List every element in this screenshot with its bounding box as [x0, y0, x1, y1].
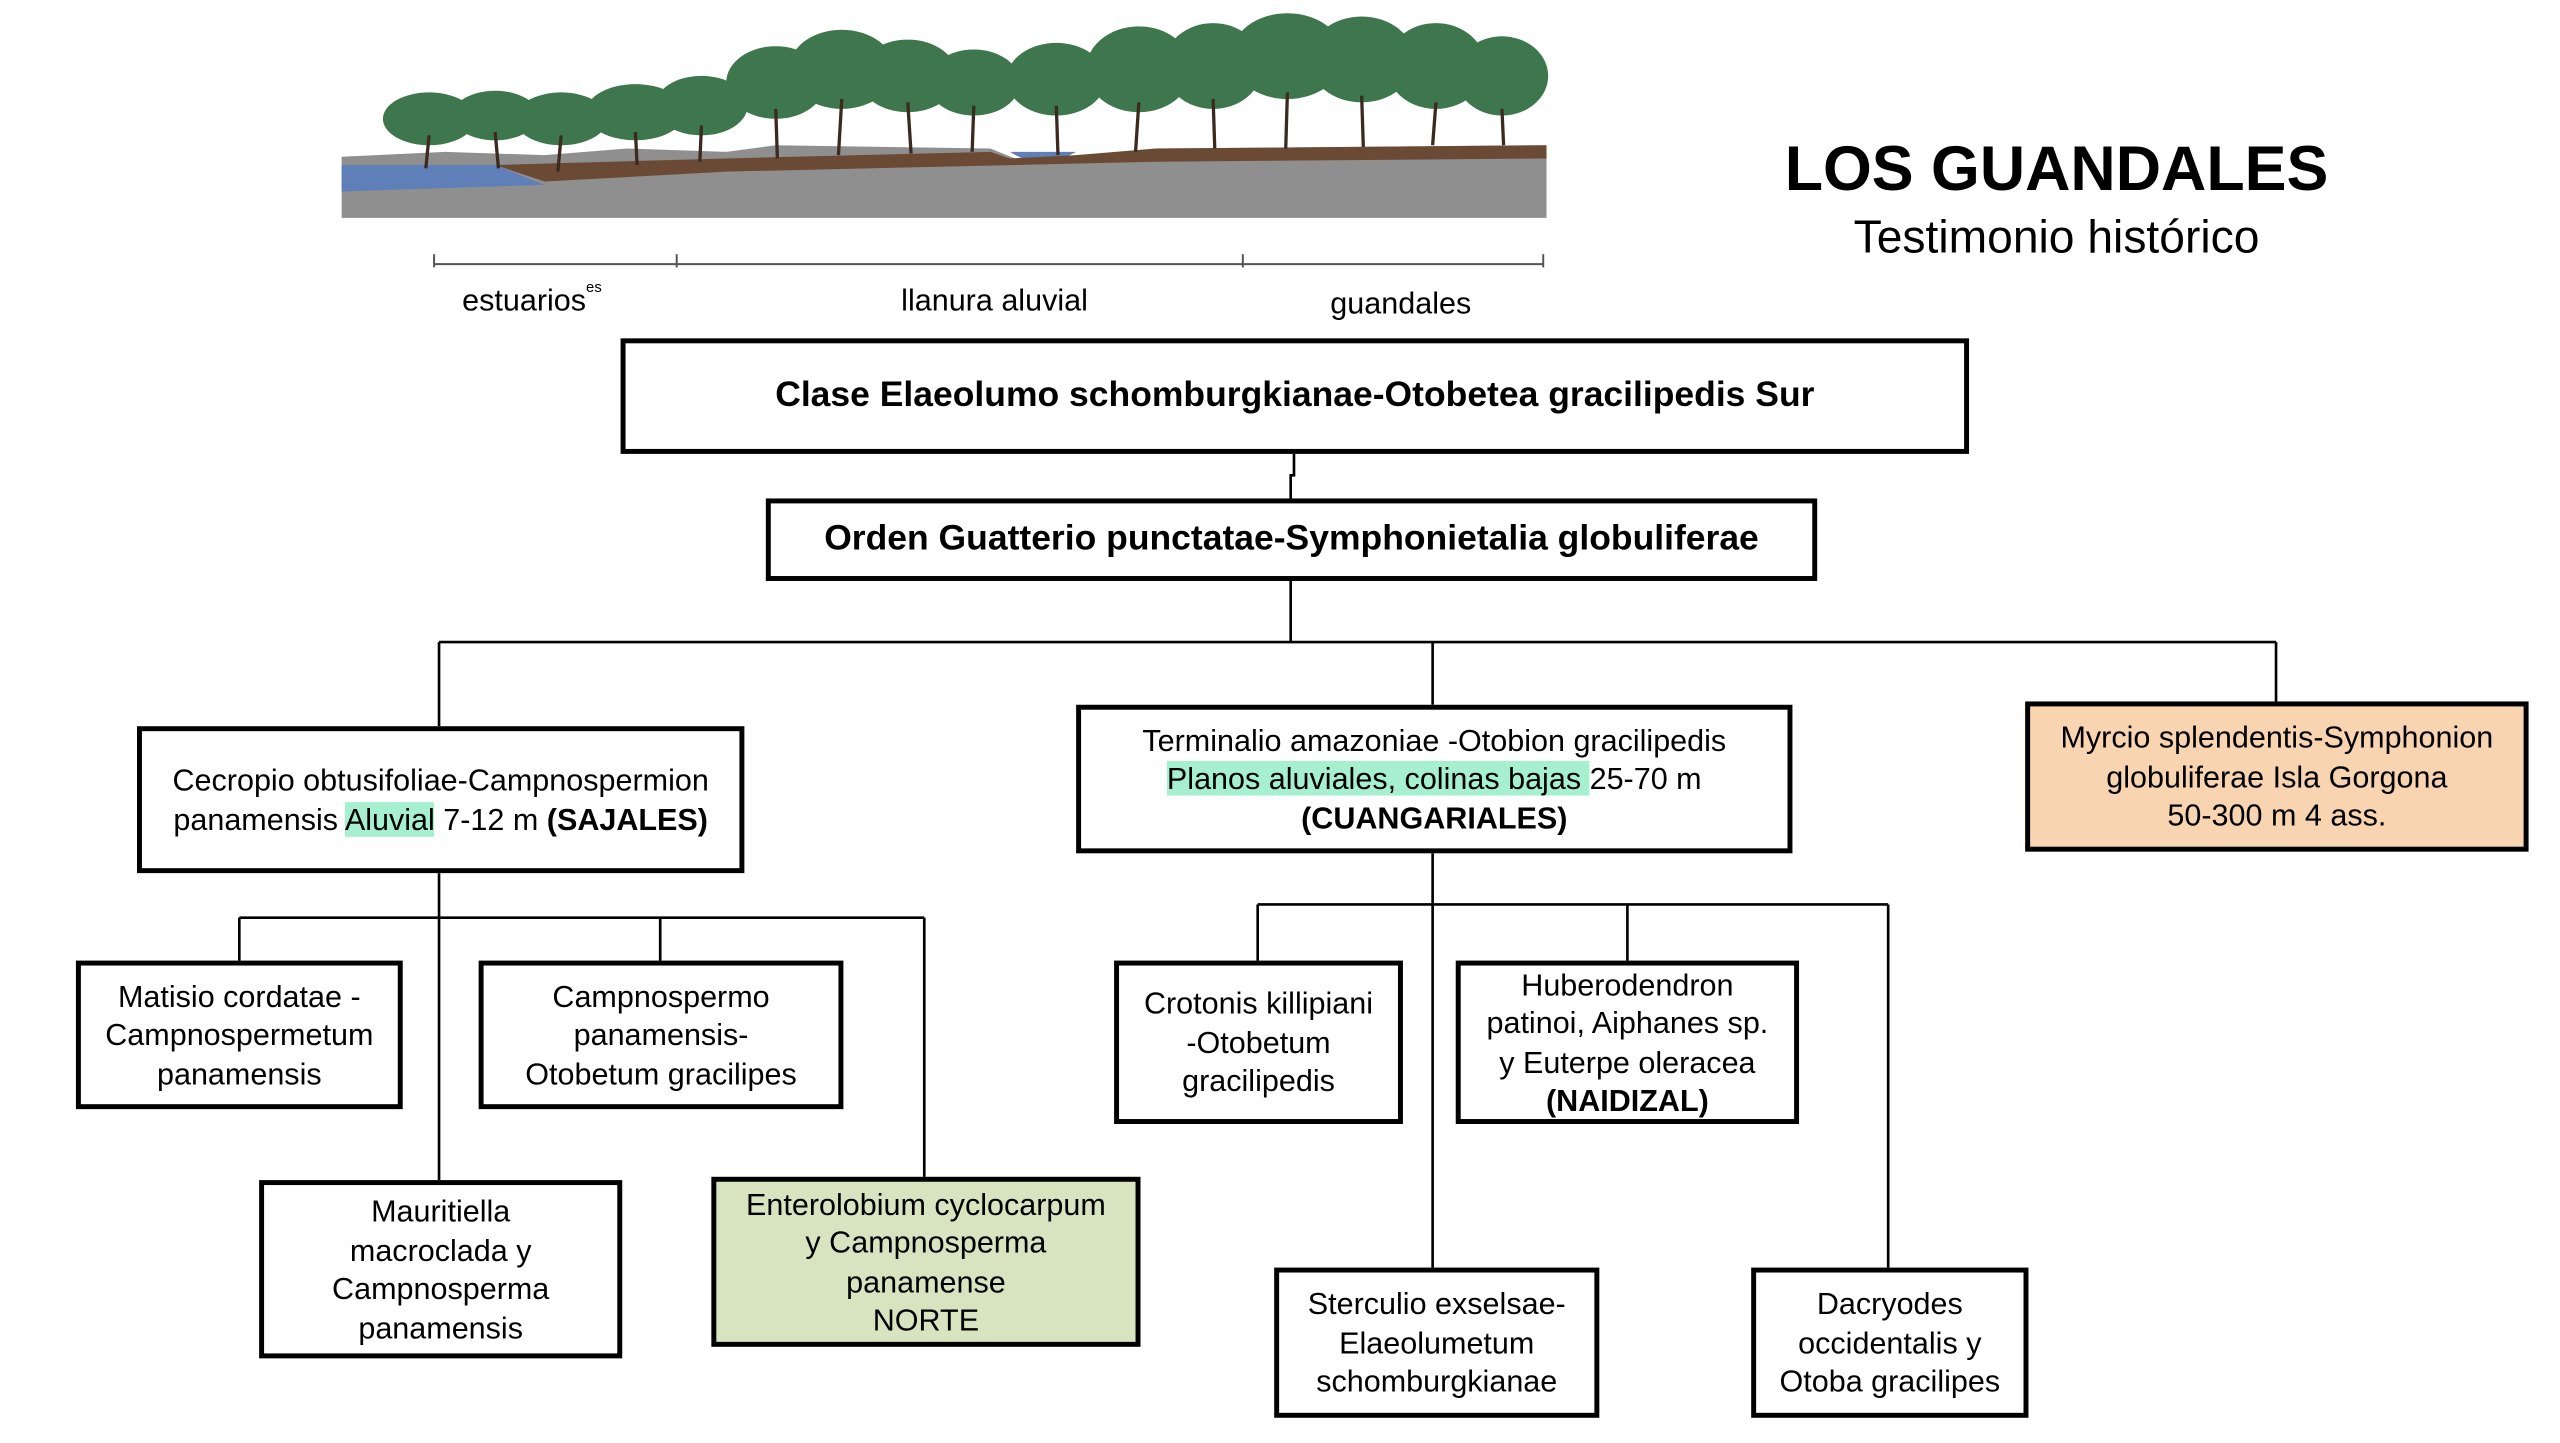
page-title: LOS GUANDALES [1784, 135, 2329, 205]
node-dacryodes-line2: occidentalis y [1798, 1324, 1982, 1360]
node-myrcio-line2: globuliferae Isla Gorgona [2106, 758, 2448, 794]
node-terminalio-cuangariales: Terminalio amazoniae -Otobion graciliped… [1076, 704, 1793, 854]
node-enterolobium-norte-label: NORTE [872, 1302, 980, 1337]
landscape-profile-illustration [341, 8, 1549, 218]
node-cecropio-sajales: Cecropio obtusifoliae-Campnospermion pan… [136, 726, 745, 874]
node-matisio-line1: Matisio cordatae - [117, 978, 361, 1013]
node-terminalio-line1: Terminalio amazoniae -Otobion graciliped… [1142, 722, 1727, 758]
node-enterolobium-norte: Enterolobium cyclocarpum y Campnosperma … [711, 1176, 1141, 1347]
node-sterculio-line2: Elaeolumetum [1339, 1324, 1535, 1360]
node-terminalio-line2b: 25-70 m [1589, 761, 1702, 796]
node-orden-text: Orden Guatterio punctatae-Symphonietalia… [824, 518, 1759, 559]
node-crotonis-line3: gracilipedis [1182, 1063, 1335, 1098]
node-cecropio-line2b: 7-12 m [434, 801, 547, 836]
node-clase: Clase Elaeolumo schomburgkianae-Otobetea… [620, 338, 1970, 454]
node-cecropio-line2a: panamensis [173, 801, 345, 836]
node-cecropio-highlight: Aluvial [344, 801, 435, 836]
node-enterolobium-line1: Enterolobium cyclocarpum [746, 1185, 1106, 1221]
zone-label-guandales: guandales [1330, 285, 1472, 321]
node-mauritiella: Mauritiella macroclada y Campnosperma pa… [259, 1180, 623, 1359]
node-campnospermo-line2: panamensis- [573, 1017, 749, 1052]
zone-estuarios-sup: es [586, 278, 602, 296]
node-mauritiella-line3: Campnosperma [332, 1270, 550, 1306]
node-dacryodes-line3: Otoba gracilipes [1779, 1363, 2001, 1399]
node-enterolobium-line3: panamense [846, 1263, 1006, 1299]
node-sterculio: Sterculio exselsae- Elaeolumetum schombu… [1274, 1267, 1600, 1418]
zone-label-llanura-aluvial: llanura aluvial [901, 282, 1088, 317]
node-campnospermo: Campnospermo panamensis- Otobetum gracil… [478, 960, 844, 1110]
node-myrcio-gorgona: Myrcio splendentis-Symphonion globulifer… [2025, 701, 2529, 852]
node-huberodendron-line1: Huberodendron [1521, 966, 1734, 1002]
node-matisio-line3: panamensis [156, 1055, 322, 1091]
node-myrcio-line1: Myrcio splendentis-Symphonion [2060, 720, 2494, 755]
node-enterolobium-line2: y Campnosperma [805, 1224, 1047, 1260]
node-terminalio-highlight: Planos aluviales, colinas bajas [1166, 761, 1590, 796]
node-mauritiella-line2: macroclada y [349, 1232, 532, 1267]
node-huberodendron-line3: y Euterpe oleracea [1499, 1043, 1756, 1079]
node-matisio: Matisio cordatae - Campnospermetum panam… [75, 960, 403, 1110]
node-crotonis: Crotonis killipiani -Otobetum graciliped… [1114, 960, 1403, 1124]
node-myrcio-line3: 50-300 m 4 ass. [2167, 797, 2387, 833]
node-huberodendron-naidizal-label: (NAIDIZAL) [1545, 1082, 1709, 1118]
node-campnospermo-line3: Otobetum gracilipes [525, 1055, 797, 1091]
page-subtitle: Testimonio histórico [1853, 211, 2260, 263]
node-cecropio-line1: Cecropio obtusifoliae-Campnospermion [172, 762, 709, 798]
node-clase-text: Clase Elaeolumo schomburgkianae-Otobetea… [775, 375, 1815, 415]
node-huberodendron-naidizal: Huberodendron patinoi, Aiphanes sp. y Eu… [1455, 960, 1800, 1124]
node-crotonis-line2: -Otobetum [1186, 1024, 1331, 1060]
node-cecropio-sajales-label: (SAJALES) [546, 801, 708, 836]
node-dacryodes-line1: Dacryodes [1816, 1286, 1963, 1321]
node-huberodendron-line2: patinoi, Aiphanes sp. [1486, 1005, 1769, 1040]
node-sterculio-line1: Sterculio exselsae- [1307, 1286, 1566, 1321]
zone-estuarios-text: estuarios [462, 282, 587, 317]
node-orden: Orden Guatterio punctatae-Symphonietalia… [765, 498, 1818, 581]
node-campnospermo-line1: Campnospermo [552, 978, 770, 1013]
tree-connectors [238, 453, 2278, 1268]
node-terminalio-cuangariales-label: (CUANGARIALES) [1301, 800, 1568, 835]
node-crotonis-line1: Crotonis killipiani [1143, 985, 1374, 1021]
zone-scale-ruler [433, 254, 1545, 268]
node-matisio-line2: Campnospermetum [105, 1017, 374, 1052]
zone-label-estuarios: estuarioses [462, 278, 602, 318]
node-sterculio-line3: schomburgkianae [1316, 1363, 1558, 1399]
node-dacryodes: Dacryodes occidentalis y Otoba gracilipe… [1751, 1267, 2029, 1418]
node-mauritiella-line4: panamensis [358, 1309, 524, 1345]
node-mauritiella-line1: Mauritiella [371, 1193, 511, 1228]
